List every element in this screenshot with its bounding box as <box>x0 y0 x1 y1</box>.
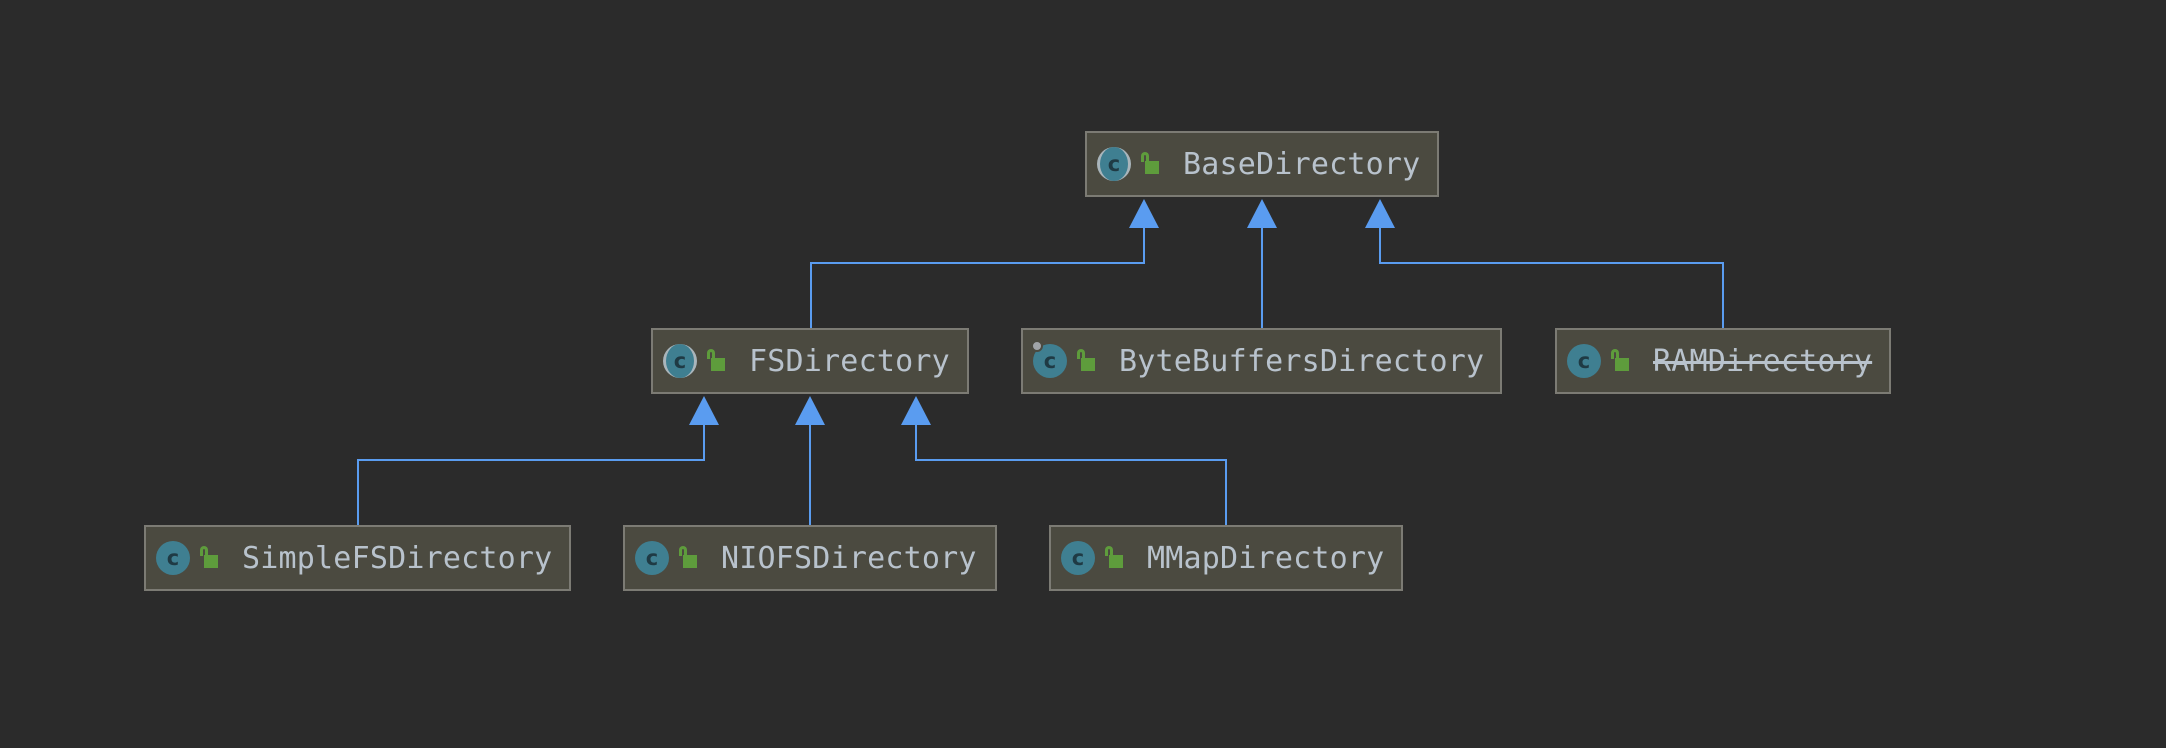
class-node-fsdirectory[interactable]: c FSDirectory <box>651 328 969 394</box>
class-icon: c <box>1567 344 1601 378</box>
abstract-class-icon: c <box>663 344 697 378</box>
inheritance-arrowhead <box>1129 199 1159 228</box>
public-lock-icon <box>1075 349 1097 373</box>
inheritance-arrowhead <box>689 396 719 425</box>
class-name: MMapDirectory <box>1147 540 1385 576</box>
class-icon: c <box>1061 541 1095 575</box>
class-node-basedirectory[interactable]: c BaseDirectory <box>1085 131 1439 197</box>
edge-simplefsdirectory-to-fsdirectory <box>357 422 705 525</box>
class-name: SimpleFSDirectory <box>242 540 553 576</box>
public-lock-icon <box>1103 546 1125 570</box>
public-lock-icon <box>1139 152 1161 176</box>
abstract-class-icon: c <box>1097 147 1131 181</box>
public-lock-icon <box>705 349 727 373</box>
inheritance-arrowhead <box>795 396 825 425</box>
final-badge-icon <box>1031 340 1043 352</box>
class-name: ByteBuffersDirectory <box>1119 343 1485 379</box>
edge-ramdirectory-to-basedirectory <box>1379 225 1724 328</box>
class-node-ramdirectory[interactable]: c RAMDirectory <box>1555 328 1891 394</box>
class-name: BaseDirectory <box>1183 146 1421 182</box>
public-lock-icon <box>198 546 220 570</box>
class-node-bytebuffersdirectory[interactable]: c ByteBuffersDirectory <box>1021 328 1502 394</box>
public-lock-icon <box>1609 349 1631 373</box>
final-class-icon: c <box>1031 340 1067 378</box>
class-node-simplefsdirectory[interactable]: c SimpleFSDirectory <box>144 525 571 591</box>
inheritance-arrowhead <box>1365 199 1395 228</box>
class-node-niofsdirectory[interactable]: c NIOFSDirectory <box>623 525 997 591</box>
inheritance-arrowhead <box>901 396 931 425</box>
class-icon: c <box>635 541 669 575</box>
public-lock-icon <box>677 546 699 570</box>
class-icon: c <box>156 541 190 575</box>
class-name: FSDirectory <box>749 343 950 379</box>
class-name: NIOFSDirectory <box>721 540 977 576</box>
edge-fsdirectory-to-basedirectory <box>810 225 1145 328</box>
class-node-mmapdirectory[interactable]: c MMapDirectory <box>1049 525 1403 591</box>
class-name-deprecated: RAMDirectory <box>1653 343 1873 379</box>
inheritance-arrowhead <box>1247 199 1277 228</box>
edge-mmapdirectory-to-fsdirectory <box>915 422 1227 525</box>
